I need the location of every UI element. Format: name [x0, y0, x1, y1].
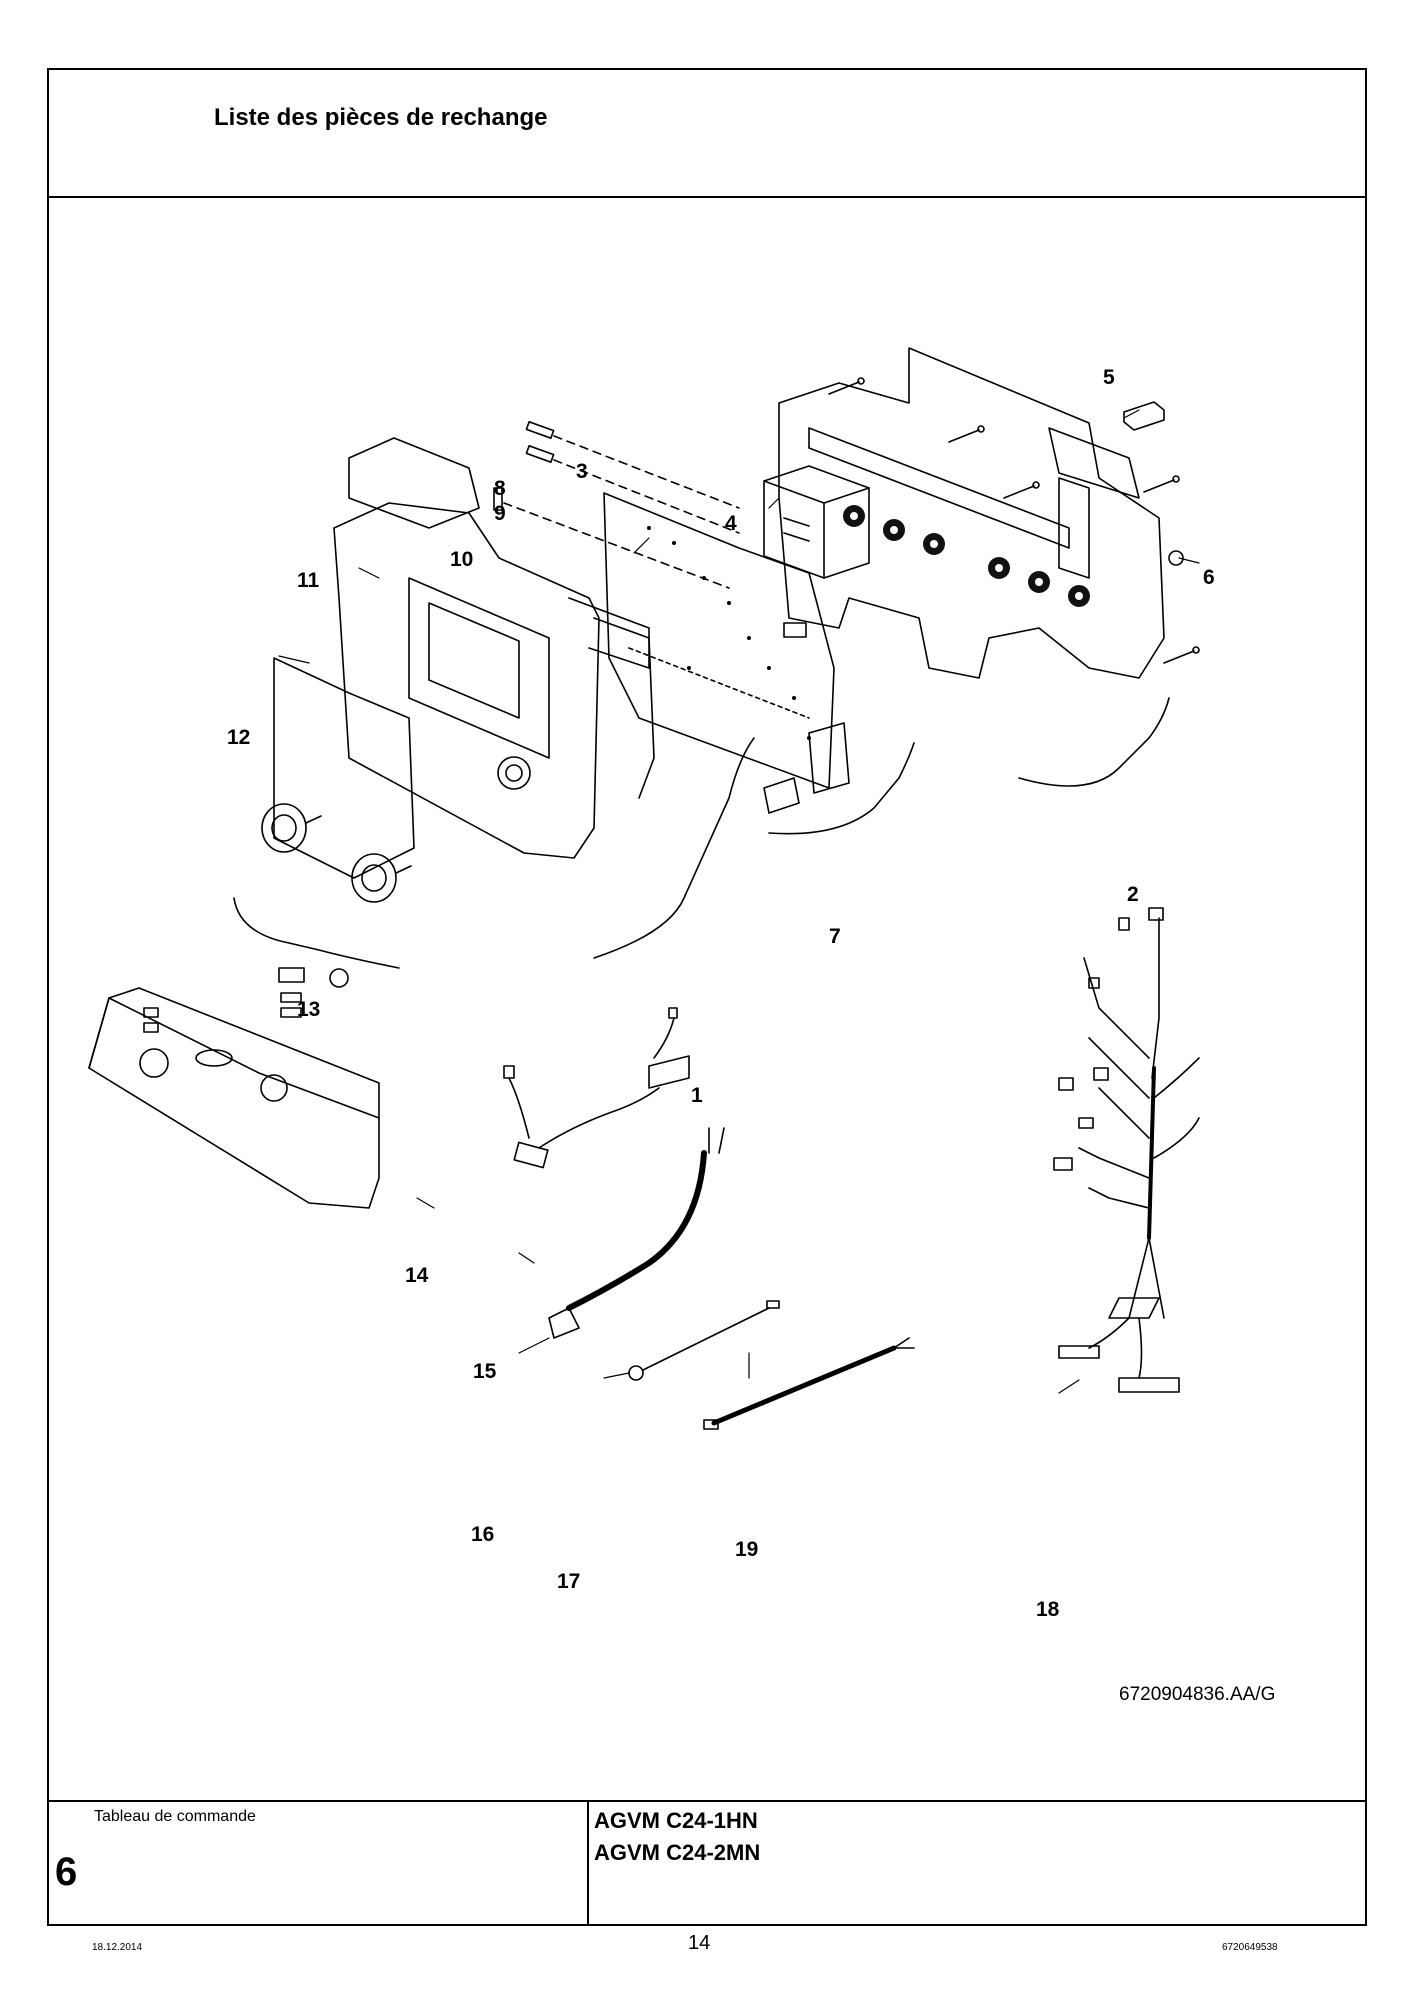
figure-reference: 6720904836.AA/G: [1119, 1684, 1275, 1705]
callout-labels: 1 2 3 4 5 6 7 8 9 10 11 12 13 14 15 16 1…: [227, 366, 1275, 1705]
callout-19: 19: [735, 1538, 758, 1561]
callout-12: 12: [227, 726, 250, 749]
callout-10: 10: [450, 548, 473, 571]
callout-3: 3: [576, 460, 588, 483]
page-title: Liste des pièces de rechange: [214, 104, 548, 131]
fixing-screws: [828, 377, 1200, 664]
callout-8: 8: [494, 477, 506, 500]
callout-16: 16: [471, 1523, 494, 1546]
section-label: Tableau de commande: [94, 1808, 256, 1825]
part-12-cover: [273, 657, 415, 879]
leader-lines: [278, 409, 1200, 1394]
fuses: [493, 420, 740, 589]
part-4-transformer: [763, 465, 870, 579]
part-17-sensor: [628, 1300, 780, 1381]
page-number: 14: [688, 1932, 711, 1954]
callout-7: 7: [829, 925, 841, 948]
part-3-circuit-board: [603, 492, 835, 789]
part-16-cable: [548, 1127, 725, 1339]
part-18-harness: [1053, 907, 1200, 1393]
callout-18: 18: [1036, 1598, 1060, 1621]
part-14-front-panel: [88, 967, 380, 1209]
part-19-cable: [703, 1337, 915, 1430]
part-1-control-box: [333, 502, 655, 859]
print-date: 18.12.2014: [92, 1942, 143, 1953]
callout-1: 1: [691, 1084, 703, 1107]
part-2-bracket: [778, 347, 1165, 679]
part-7-connectors: [763, 722, 850, 814]
part-6-grommet: [1168, 550, 1184, 566]
part-15-cable: [503, 1007, 690, 1169]
part-13-knobs: [261, 803, 412, 903]
exploded-view-drawing: 1 2 3 4 5 6 7 8 9 10 11 12 13 14 15 16 1…: [49, 198, 1365, 1800]
callout-17: 17: [557, 1570, 580, 1593]
group-braces: [233, 697, 1170, 969]
callout-4: 4: [725, 512, 737, 535]
callout-5: 5: [1103, 366, 1115, 389]
footer-model-cell: AGVM C24-1HN AGVM C24-2MN: [589, 1802, 1365, 1926]
callout-6: 6: [1203, 566, 1215, 589]
model-name-2: AGVM C24-2MN: [594, 1840, 761, 1865]
page-frame: Liste des pièces de rechange: [47, 68, 1367, 1926]
callout-15: 15: [473, 1360, 497, 1383]
callout-13: 13: [297, 998, 320, 1021]
part-5-connector: [1123, 401, 1165, 431]
exploded-view-svg: 1 2 3 4 5 6 7 8 9 10 11 12 13 14 15 16 1…: [88, 347, 1275, 1705]
header-row: Liste des pièces de rechange: [49, 70, 1365, 198]
callout-11: 11: [297, 569, 320, 592]
footer-row: Tableau de commande 6 AGVM C24-1HN AGVM …: [49, 1800, 1365, 1926]
document-id: 6720649538: [1222, 1942, 1278, 1953]
section-number: 6: [55, 1850, 78, 1894]
footer-section-cell: Tableau de commande 6: [49, 1802, 589, 1926]
part-11-frame: [348, 437, 480, 529]
callout-2: 2: [1127, 883, 1139, 906]
callout-9: 9: [494, 502, 506, 525]
model-name-1: AGVM C24-1HN: [594, 1808, 758, 1833]
callout-14: 14: [405, 1264, 429, 1287]
